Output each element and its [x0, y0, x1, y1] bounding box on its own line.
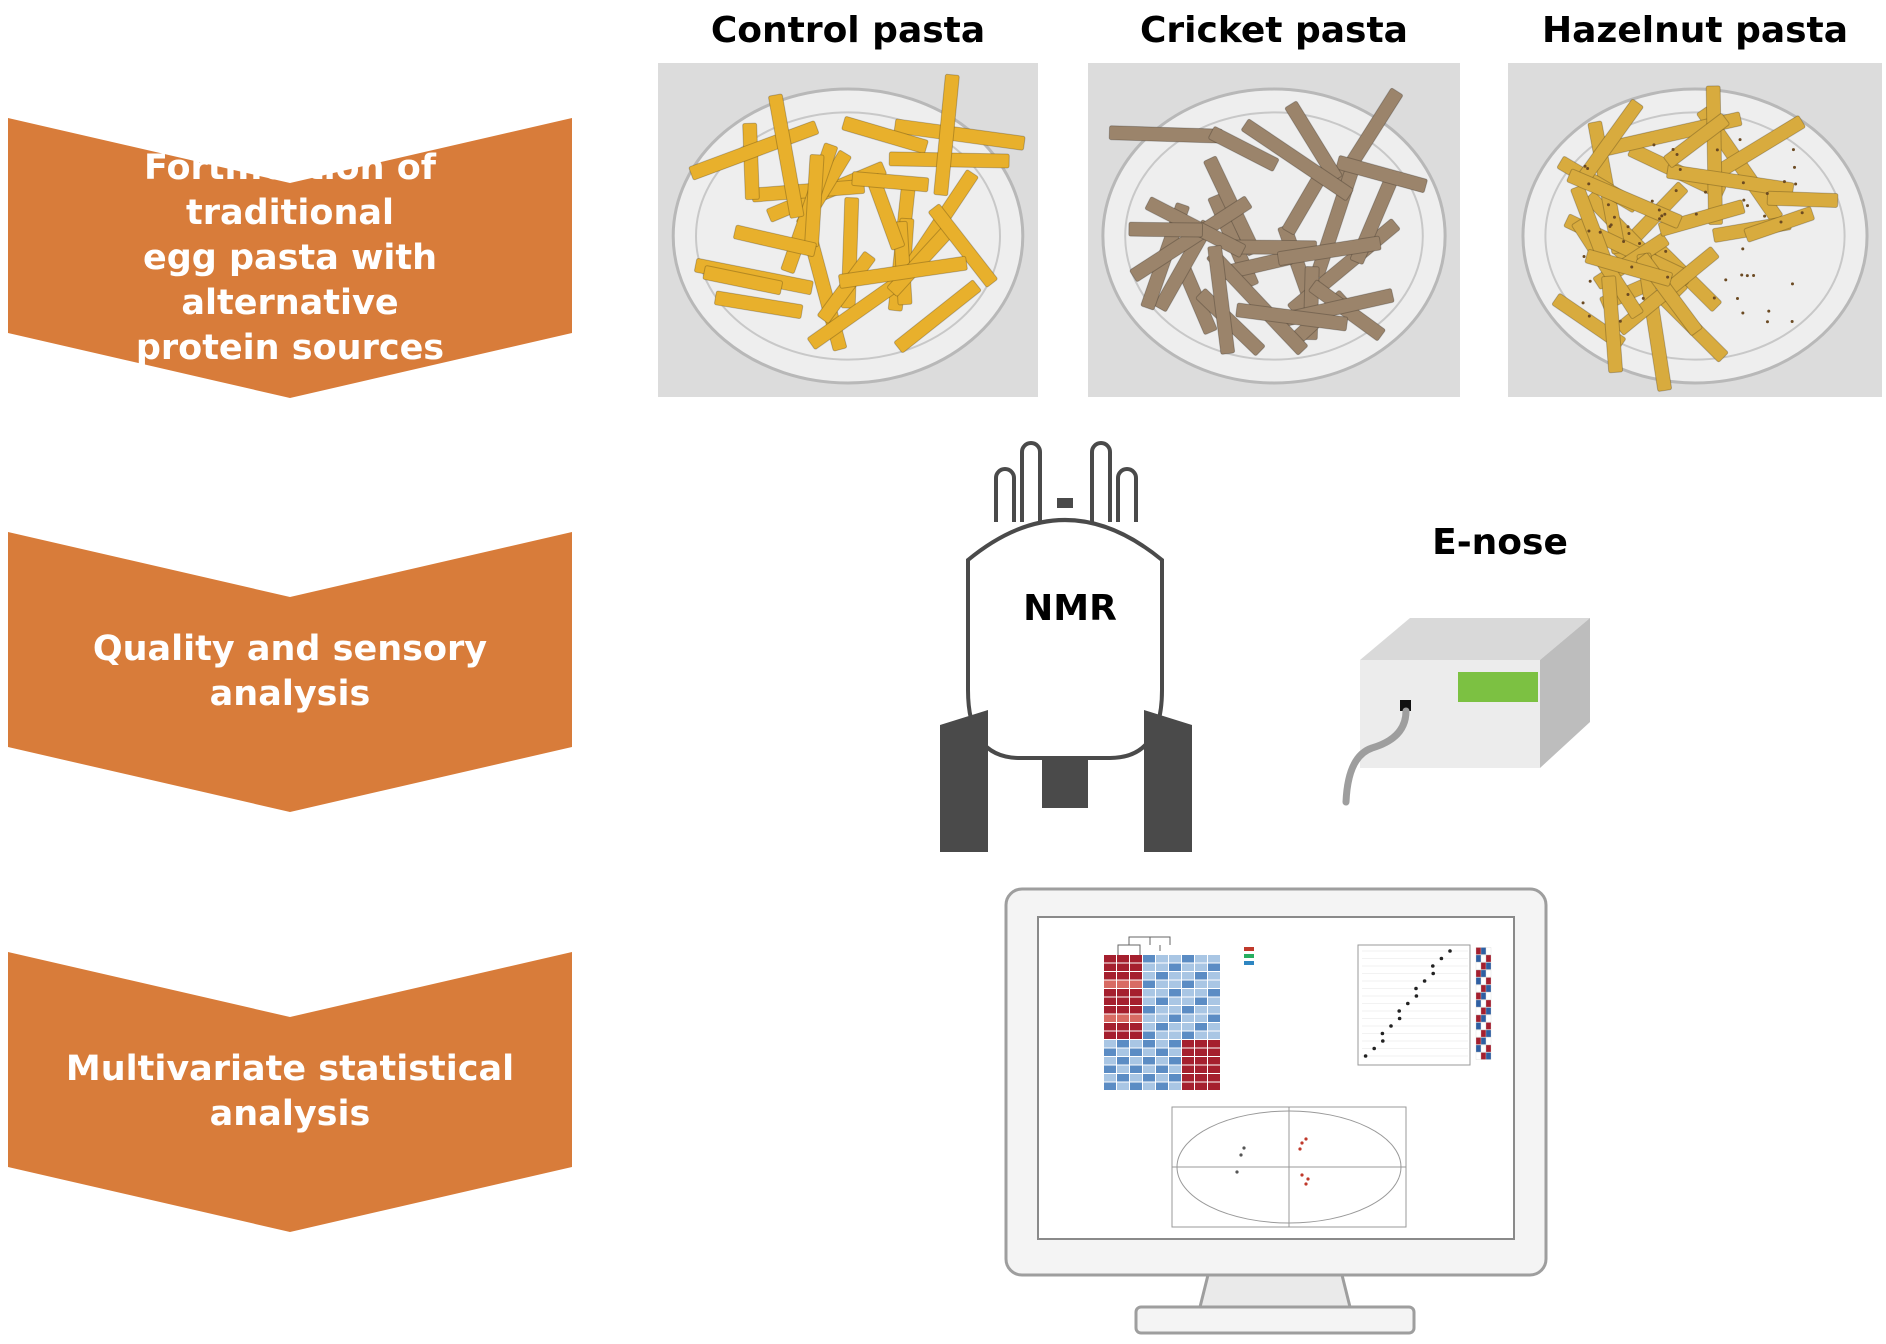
control-pasta-title: Control pasta: [710, 10, 986, 51]
hazelnut-pasta-photo: [1508, 63, 1882, 397]
chevron-shape: [8, 118, 572, 398]
step-multivariate: Multivariate statistical analysis: [8, 952, 572, 1232]
computer-monitor-icon: [1004, 887, 1548, 1335]
enose-port: [1400, 700, 1411, 711]
chevron-shape: [8, 532, 572, 812]
step-quality-sensory: Quality and sensory analysis: [8, 532, 572, 812]
step-label: Multivariate statistical analysis: [65, 1049, 515, 1134]
step-fortification: Fortification of traditional egg pasta w…: [8, 118, 572, 398]
enose-label: E-nose: [1432, 522, 1568, 563]
vip-scores-plot: [1357, 944, 1492, 1066]
nmr-instrument-icon: [940, 441, 1192, 852]
scores-plot: [1171, 1106, 1407, 1228]
cricket-pasta-title: Cricket pasta: [1140, 10, 1408, 51]
hazelnut-pasta-title: Hazelnut pasta: [1541, 10, 1849, 51]
control-pasta-photo: [658, 63, 1038, 397]
chevron-shape: [8, 952, 572, 1232]
heatmap-plot: [1104, 936, 1254, 1090]
enose-device-icon: [1342, 618, 1590, 806]
enose-display: [1458, 672, 1538, 702]
nmr-label: NMR: [1023, 588, 1117, 629]
nmr-cap: [1058, 500, 1072, 508]
cricket-pasta-photo: [1088, 63, 1460, 397]
step-label: Fortification of traditional egg pasta w…: [135, 147, 445, 368]
step-label: Quality and sensory analysis: [92, 629, 488, 714]
